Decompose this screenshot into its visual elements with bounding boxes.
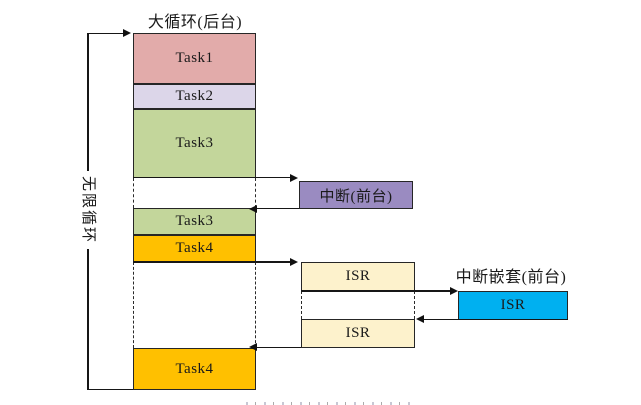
task2-label: Task2 (175, 88, 214, 104)
interrupt-block: 中断(前台) (299, 181, 413, 209)
isr-first-block: ISR (301, 262, 415, 291)
isr-gap-right-dash (413, 291, 415, 319)
task2-block: Task2 (133, 84, 256, 109)
arrow-isr-to-nested-head-icon (450, 286, 458, 295)
arrow-nested-return-line (423, 318, 568, 321)
isr-second-label: ISR (345, 325, 371, 341)
arrow-interrupt-return-line (256, 207, 299, 210)
column-gap1-right-dash (254, 178, 256, 208)
task1-block: Task1 (133, 33, 256, 84)
arrow-nested-return-head-icon (416, 315, 424, 324)
arrow-isr-to-nested-line (301, 290, 451, 292)
arrow-isr-return-head-icon (249, 343, 257, 352)
task4-block-top: Task4 (133, 235, 256, 262)
arrow-isr-return-line (256, 346, 301, 349)
task4-bottom-label: Task4 (175, 360, 214, 377)
arrow-task3-to-interrupt-line (133, 176, 291, 179)
isr-nested-block: ISR (458, 291, 568, 320)
arrow-task3-to-interrupt-head-icon (290, 173, 298, 182)
isr-gap-left-dash (301, 291, 302, 319)
arrow-task4-to-isr-head-icon (290, 257, 298, 266)
column-gap1-left-dash (133, 178, 134, 208)
arrow-task4-to-isr-line (133, 261, 291, 263)
task3-top-label: Task3 (175, 135, 214, 151)
infinite-loop-label: 无限循环 (77, 171, 98, 249)
loop-line-bottom (87, 388, 134, 390)
arrow-interrupt-return-head-icon (249, 204, 257, 213)
task4-top-label: Task4 (175, 240, 214, 256)
isr-nested-label: ISR (500, 297, 526, 313)
column-gap2-right-dash (254, 262, 256, 348)
isr-second-block: ISR (301, 319, 415, 348)
isr-first-label: ISR (345, 268, 371, 284)
task4-block-bottom: Task4 (133, 348, 256, 390)
column-gap2-left-dash (133, 262, 134, 348)
loop-line-top (87, 32, 124, 34)
nested-interrupt-title: 中断嵌套(前台) (455, 269, 567, 286)
loop-arrowhead-icon (123, 29, 131, 37)
task3-block-top: Task3 (133, 109, 256, 178)
interrupt-label: 中断(前台) (319, 188, 393, 205)
cropped-caption-fragment (246, 402, 416, 405)
background-loop-title: 大循环(后台) (147, 14, 243, 31)
task1-label: Task1 (175, 50, 214, 66)
task3-block-bottom: Task3 (133, 208, 256, 235)
task3-bottom-label: Task3 (175, 213, 214, 229)
